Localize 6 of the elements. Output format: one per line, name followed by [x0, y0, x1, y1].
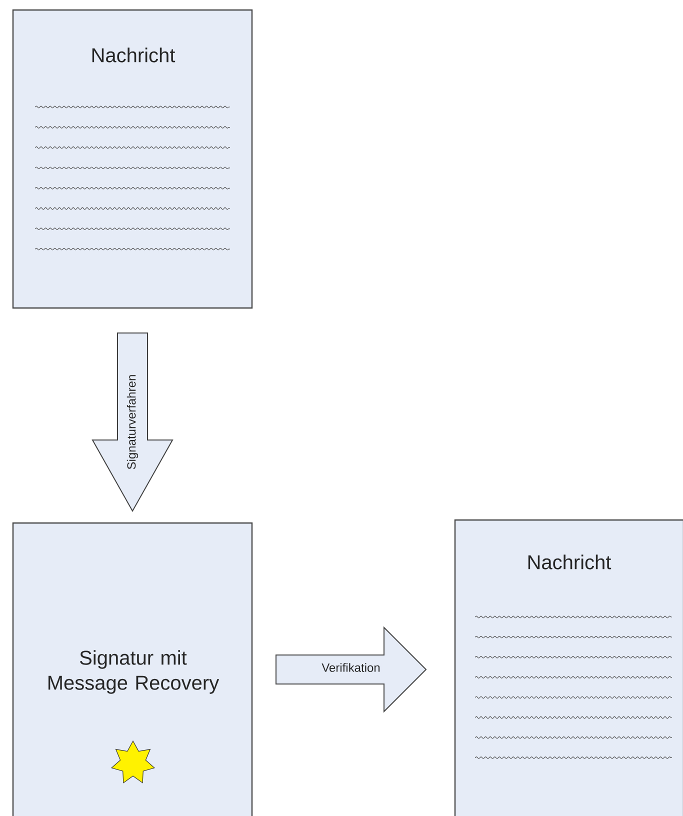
edge-label: Verifikation — [320, 662, 382, 673]
block-arrow — [276, 626, 427, 713]
document-box: Nachricht — [12, 9, 253, 309]
edge-label: Signaturverfahren — [126, 373, 140, 471]
document-box: Nachricht — [454, 519, 683, 816]
document-box: Signatur mit Message Recovery — [12, 522, 253, 816]
